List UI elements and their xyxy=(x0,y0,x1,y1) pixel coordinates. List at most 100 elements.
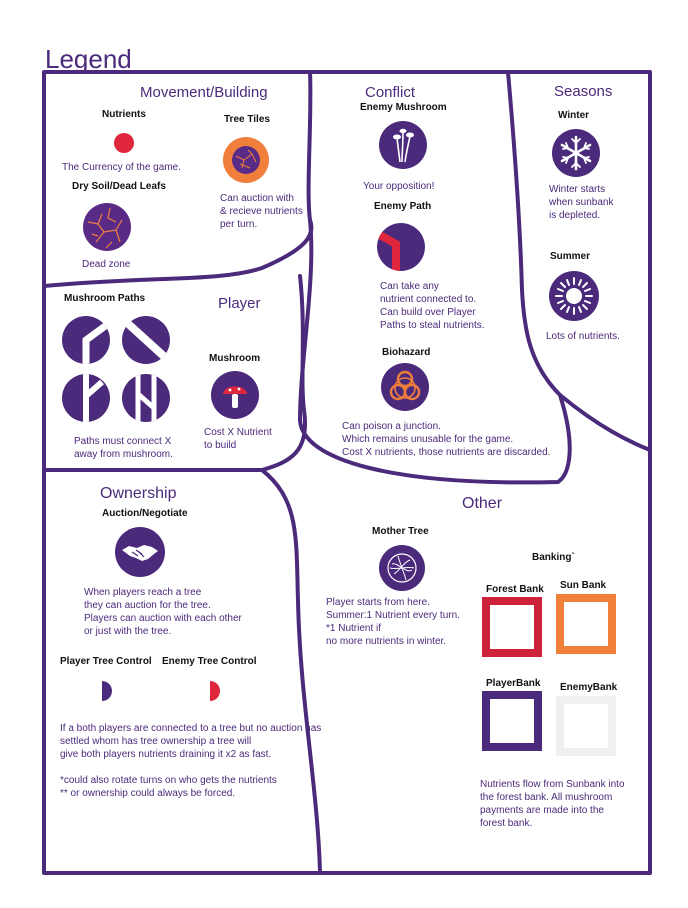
seasons-heading: Seasons xyxy=(554,83,613,100)
tree-tiles-desc: Can auction with & recieve nutrients per… xyxy=(220,192,303,231)
enemy-path-icon xyxy=(377,223,425,271)
mushroom-desc-line: to build xyxy=(204,440,237,451)
player-bank-box xyxy=(482,691,542,751)
path-split-icon xyxy=(122,374,170,422)
player-bank-label: PlayerBank xyxy=(486,678,541,689)
enemy-control-label: Enemy Tree Control xyxy=(162,656,257,667)
enemy-path-desc: Can take any nutrient connected to. Can … xyxy=(380,280,485,332)
enemy-bank-box xyxy=(556,696,616,756)
dry-soil-label: Dry Soil/Dead Leafs xyxy=(72,181,166,192)
path-t-junction-icon xyxy=(62,374,110,422)
enemy-path-desc-line: Paths to steal nutrients. xyxy=(380,320,485,331)
page-title: Legend xyxy=(45,44,132,74)
mother-tree-desc-line: Summer:1 Nutrient every turn. xyxy=(326,610,460,621)
enemy-path-desc-line: Can build over Player xyxy=(380,307,476,318)
tree-tiles-desc-line: per turn. xyxy=(220,219,258,230)
enemy-mushroom-desc: Your opposition! xyxy=(363,181,435,192)
cracked-soil-icon xyxy=(83,203,131,251)
mushroom-paths-desc: Paths must connect X away from mushroom. xyxy=(74,435,173,461)
tree-tiles-label: Tree Tiles xyxy=(224,114,270,125)
handshake-icon xyxy=(115,527,165,577)
conflict-border xyxy=(298,218,572,485)
ownership-notes: If a both players are connected to a tre… xyxy=(60,722,321,800)
snowflake-icon xyxy=(552,129,600,177)
ownership-note-line: ** or ownership could always be forced. xyxy=(60,788,236,799)
movement-border xyxy=(42,70,314,288)
summer-desc: Lots of nutrients. xyxy=(546,331,620,342)
ownership-border xyxy=(260,468,322,875)
auction-desc-line: When players reach a tree xyxy=(84,587,202,598)
forest-bank-label: Forest Bank xyxy=(486,584,544,595)
banking-desc-line: payments are made into the xyxy=(480,805,604,816)
banking-desc-line: forest bank. xyxy=(480,818,533,829)
mother-tree-desc: Player starts from here. Summer:1 Nutrie… xyxy=(326,596,460,648)
mushroom-path-icons xyxy=(62,316,170,422)
path-diagonal-icon xyxy=(122,316,170,364)
winter-desc: Winter starts when sunbank is depleted. xyxy=(549,183,614,222)
mother-tree-label: Mother Tree xyxy=(372,526,429,537)
ownership-note-line: give both players nutrients draining it … xyxy=(60,749,272,760)
tree-tiles-desc-line: Can auction with xyxy=(220,193,294,204)
conflict-heading: Conflict xyxy=(365,84,416,101)
banking-desc-line: the forest bank. All mushroom xyxy=(480,792,613,803)
ownership-heading: Ownership xyxy=(100,485,177,502)
nutrients-label: Nutrients xyxy=(102,109,146,120)
mushroom-desc-line: Cost X Nutrient xyxy=(204,427,272,438)
ownership-note-line: *could also rotate turns on who gets the… xyxy=(60,775,277,786)
enemy-mushroom-icon xyxy=(379,121,427,169)
forest-bank-box xyxy=(482,597,542,657)
ownership-note-line: If a both players are connected to a tre… xyxy=(60,723,322,734)
winter-desc-line: Winter starts xyxy=(549,184,606,195)
mother-tree-desc-line: no more nutrients in winter. xyxy=(326,636,447,647)
enemy-path-desc-line: nutrient connected to. xyxy=(380,294,477,305)
player-control-label: Player Tree Control xyxy=(60,656,152,667)
tree-tiles-desc-line: & recieve nutrients xyxy=(220,206,303,217)
movement-heading: Movement/Building xyxy=(140,84,268,101)
sun-icon xyxy=(549,271,599,321)
red-dot-icon xyxy=(114,133,134,153)
mother-tree-icon xyxy=(379,545,425,591)
auction-desc-line: they can auction for the tree. xyxy=(84,600,211,611)
auction-label: Auction/Negotiate xyxy=(102,508,188,519)
enemy-path-label: Enemy Path xyxy=(374,201,432,212)
orange-cracked-tile-icon xyxy=(223,137,269,183)
biohazard-desc-line: Cost X nutrients, those nutrients are di… xyxy=(342,447,551,458)
mushroom-paths-label: Mushroom Paths xyxy=(64,293,146,304)
enemy-control-icon xyxy=(210,681,220,701)
nutrients-desc: The Currency of the game. xyxy=(62,162,181,173)
biohazard-desc: Can poison a junction. Which remains unu… xyxy=(342,420,550,459)
mushroom-label: Mushroom xyxy=(209,353,261,364)
mushroom-paths-desc-line: Paths must connect X xyxy=(74,436,172,447)
mushroom-paths-desc-line: away from mushroom. xyxy=(74,449,173,460)
other-heading: Other xyxy=(462,495,503,512)
sun-bank-label: Sun Bank xyxy=(560,580,607,591)
mushroom-desc: Cost X Nutrient to build xyxy=(204,426,272,452)
player-border xyxy=(42,274,308,472)
winter-desc-line: is depleted. xyxy=(549,210,601,221)
sun-bank-box xyxy=(556,594,616,654)
auction-desc-line: Players can auction with each other xyxy=(84,613,242,624)
enemy-bank-label: EnemyBank xyxy=(560,682,618,693)
ownership-note-line: settled whom has tree ownership a tree w… xyxy=(60,736,252,747)
mother-tree-desc-line: *1 Nutrient if xyxy=(326,623,382,634)
seasons-border xyxy=(506,70,652,452)
enemy-mushroom-label: Enemy Mushroom xyxy=(360,102,447,113)
outer-border xyxy=(42,70,652,875)
banking-label: Banking` xyxy=(532,552,575,563)
banking-desc-line: Nutrients flow from Sunbank into xyxy=(480,779,625,790)
dry-soil-desc: Dead zone xyxy=(82,259,131,270)
biohazard-desc-line: Can poison a junction. xyxy=(342,421,441,432)
winter-label: Winter xyxy=(558,110,590,121)
auction-desc: When players reach a tree they can aucti… xyxy=(84,586,242,638)
winter-desc-line: when sunbank xyxy=(549,197,614,208)
summer-label: Summer xyxy=(550,251,591,262)
path-corner-icon xyxy=(62,316,110,364)
auction-desc-line: or just with the tree. xyxy=(84,626,172,637)
mushroom-icon xyxy=(211,371,259,419)
player-heading: Player xyxy=(218,295,261,312)
banking-desc: Nutrients flow from Sunbank into the for… xyxy=(480,778,625,830)
enemy-path-desc-line: Can take any xyxy=(380,281,439,292)
biohazard-label: Biohazard xyxy=(382,347,431,358)
player-control-icon xyxy=(102,681,112,701)
